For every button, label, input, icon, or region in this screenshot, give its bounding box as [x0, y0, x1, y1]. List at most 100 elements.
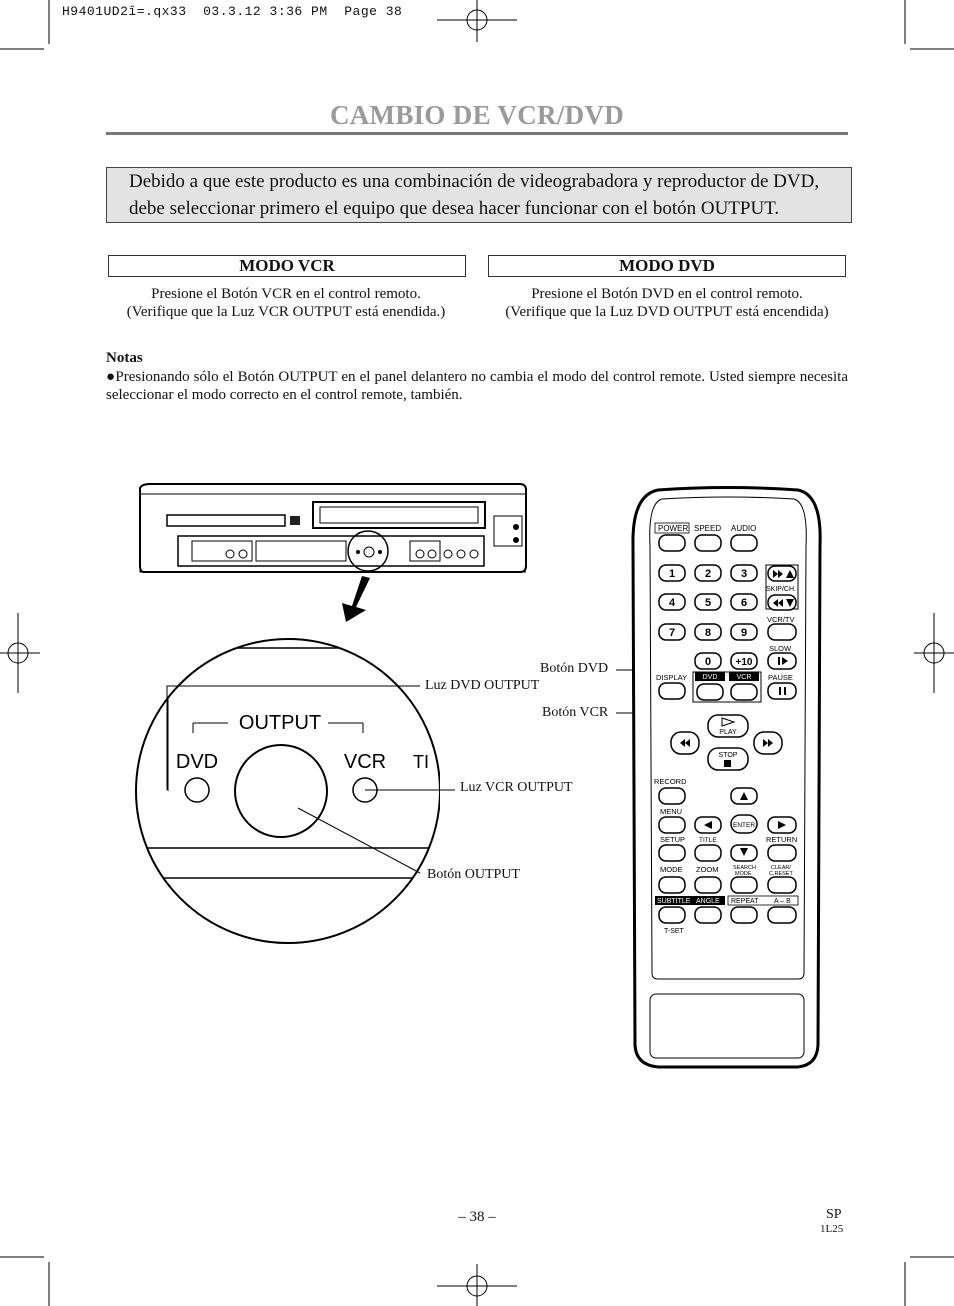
digit-7-button[interactable] [658, 623, 686, 641]
play-button[interactable] [707, 714, 749, 738]
skip-prev-icon [773, 599, 783, 607]
label-pause: PAUSE [768, 673, 793, 682]
title-rule [106, 132, 848, 135]
setup-button[interactable] [658, 844, 686, 862]
label-dvd: DVD [703, 674, 718, 681]
record-button[interactable] [658, 787, 686, 805]
subtitle-button[interactable] [658, 906, 686, 924]
output-button[interactable] [234, 744, 328, 838]
label-display: DISPLAY [656, 673, 687, 682]
vcrtv-button[interactable] [767, 623, 797, 641]
mode-dvd-line-2: (Verifique que la Luz DVD OUTPUT está en… [505, 304, 829, 320]
label-play: PLAY [719, 729, 737, 736]
notes-bullet-text: Presionando sólo el Botón OUTPUT en el p… [106, 369, 849, 403]
fast-forward-icon [763, 739, 773, 747]
digit-0-button[interactable] [694, 652, 722, 670]
digit-5-button[interactable] [694, 593, 722, 611]
audio-button[interactable] [730, 534, 758, 552]
doc-code: 1L25 [820, 1223, 844, 1235]
title-button[interactable] [694, 844, 722, 862]
digit-3-button[interactable] [730, 564, 758, 582]
speed-button[interactable] [694, 534, 722, 552]
menu-button[interactable] [658, 816, 686, 834]
digit-0-label: 0 [705, 656, 711, 668]
pause-button[interactable] [767, 682, 797, 700]
label-zoom: ZOOM [696, 865, 719, 874]
label-setup: SETUP [660, 835, 685, 844]
digit-1-button[interactable] [658, 564, 686, 582]
callout-dvd-light: Luz DVD OUTPUT [425, 678, 540, 693]
plus10-button[interactable] [730, 652, 758, 670]
label-record: RECORD [654, 777, 687, 786]
ab-button[interactable] [767, 906, 797, 924]
label-subtitle: SUBTITLE [657, 898, 691, 905]
digit-9-button[interactable] [730, 623, 758, 641]
output-panel-zoom: OUTPUT DVD VCR TI [135, 638, 440, 944]
label-clear: CLEAR/ [771, 865, 791, 871]
label-enter: ENTER [733, 822, 755, 829]
play-icon [721, 717, 736, 727]
plus10-label: +10 [736, 657, 753, 668]
digit-8-button[interactable] [694, 623, 722, 641]
intro-line-2: debe seleccionar primero el equipo que d… [129, 198, 780, 219]
stop-button[interactable] [707, 747, 749, 771]
label-creset: C.RESET [769, 871, 793, 877]
label-angle: ANGLE [696, 898, 720, 905]
angle-button[interactable] [694, 906, 722, 924]
callout-output-button: Botón OUTPUT [427, 867, 520, 882]
mode-vcr-line-2: (Verifique que la Luz VCR OUTPUT está en… [126, 304, 446, 320]
dvd-label: DVD [176, 751, 218, 773]
label-audio: AUDIO [731, 524, 756, 533]
search-mode-button[interactable] [730, 876, 758, 894]
mode-button[interactable] [658, 876, 686, 894]
down-arrow-icon [786, 599, 794, 607]
dvd-vcr-unit-illustration [139, 483, 527, 622]
intro-line-1: Debido a que este producto es una combin… [129, 171, 820, 192]
rewind-icon [680, 739, 690, 747]
remote-control: POWER SPEED AUDIO SKIP/CH. VCR/TV SLOW D… [631, 486, 822, 1069]
callout-vcr-button: Botón VCR [542, 705, 609, 720]
mode-dvd-text: Presione el Botón DVD en el control remo… [480, 285, 854, 321]
label-ab: A – B [774, 898, 791, 905]
label-stop: STOP [719, 752, 738, 759]
vcr-button[interactable] [730, 683, 758, 701]
clear-button[interactable] [767, 876, 797, 894]
digit-4-button[interactable] [658, 593, 686, 611]
dvd-output-light [184, 777, 210, 803]
return-button[interactable] [767, 844, 797, 862]
zoom-button[interactable] [694, 876, 722, 894]
dvd-button[interactable] [696, 683, 724, 701]
intro-box: Debido a que este producto es una combin… [106, 167, 852, 223]
repeat-button[interactable] [730, 906, 758, 924]
digit-5-label: 5 [705, 597, 711, 609]
callout-vcr-light: Luz VCR OUTPUT [460, 780, 573, 795]
notes-bullet: ●Presionando sólo el Botón OUTPUT en el … [106, 368, 848, 404]
label-mode: MODE [660, 865, 683, 874]
language-code: SP [826, 1207, 842, 1222]
label-menu: MENU [660, 807, 682, 816]
label-speed: SPEED [694, 524, 721, 533]
digit-6-label: 6 [741, 597, 747, 609]
output-label: OUTPUT [239, 712, 321, 734]
digit-2-button[interactable] [694, 564, 722, 582]
digit-6-button[interactable] [730, 593, 758, 611]
partial-label: TI [413, 752, 429, 772]
mode-vcr-text: Presione el Botón VCR en el control remo… [100, 285, 472, 321]
down-icon [740, 848, 748, 856]
power-button[interactable] [658, 534, 686, 552]
label-return: RETURN [766, 835, 797, 844]
up-arrow-icon [786, 570, 794, 578]
enter-button[interactable] [730, 814, 758, 834]
mode-dvd-line-1: Presione el Botón DVD en el control remo… [531, 286, 803, 302]
print-header: H9401UD2î=.qx33 03.3.12 3:36 PM Page 38 [62, 4, 403, 19]
label-slow: SLOW [769, 644, 792, 653]
label-power: POWER [658, 524, 688, 533]
vcr-label: VCR [344, 751, 386, 773]
digit-4-label: 4 [669, 597, 676, 609]
stop-icon [724, 760, 731, 767]
display-button[interactable] [658, 682, 686, 700]
notes-heading: Notas [106, 350, 143, 366]
right-icon [778, 821, 786, 829]
left-icon [704, 821, 712, 829]
